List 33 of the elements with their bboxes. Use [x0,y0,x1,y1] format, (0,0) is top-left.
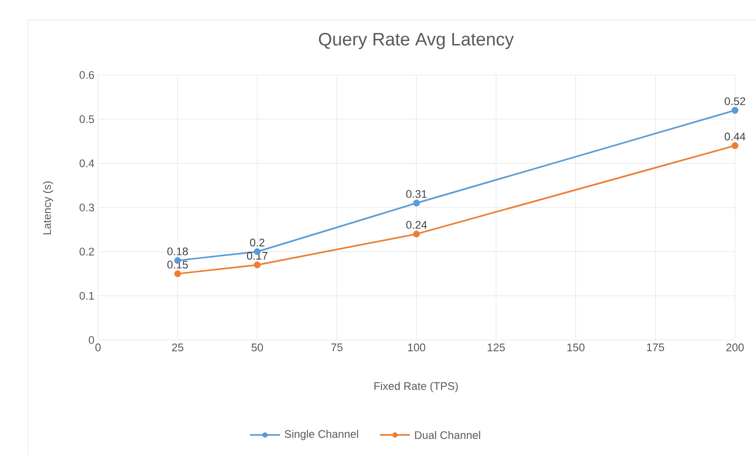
data-label: 0.31 [406,190,427,198]
x-tick-label: 125 [488,344,505,352]
x-tick-label: 200 [726,344,744,352]
y-tick-label: 0.2 [80,248,94,256]
y-tick-label: 0.3 [80,204,94,212]
legend-entry: Single Channel [250,430,358,440]
point [174,270,182,278]
legend-label: Dual Channel [415,430,480,440]
axis-title: Latency (s) [42,181,54,234]
y-tick-label: 0.6 [80,71,94,79]
x-tick-label: 150 [567,344,584,352]
data-label: 0.52 [724,97,746,106]
axis-title: Fixed Rate (TPS) [374,382,458,392]
data-label: 0.18 [167,248,188,256]
x-tick-label: 100 [408,344,426,352]
x-tick-label: 175 [647,344,664,352]
x-tick-label: 25 [172,344,184,352]
y-tick-label: 0.5 [80,115,94,124]
data-label: 0.44 [724,132,746,140]
y-tick-label: 0 [88,336,94,344]
point [254,262,261,268]
chart-title: Query Rate Avg Latency [318,32,514,50]
data-label: 0.24 [406,221,427,229]
data-label: 0.2 [250,238,264,246]
point [413,230,420,238]
x-tick-label: 50 [252,344,263,352]
x-tick-label: 0 [95,344,101,352]
x-tick-label: 75 [331,344,343,352]
y-tick-label: 0.4 [80,159,94,168]
point [413,200,420,206]
y-tick-label: 0.1 [80,292,94,300]
legend-entry: Dual Channel [380,430,480,440]
legend-label: Single Channel [284,430,358,440]
